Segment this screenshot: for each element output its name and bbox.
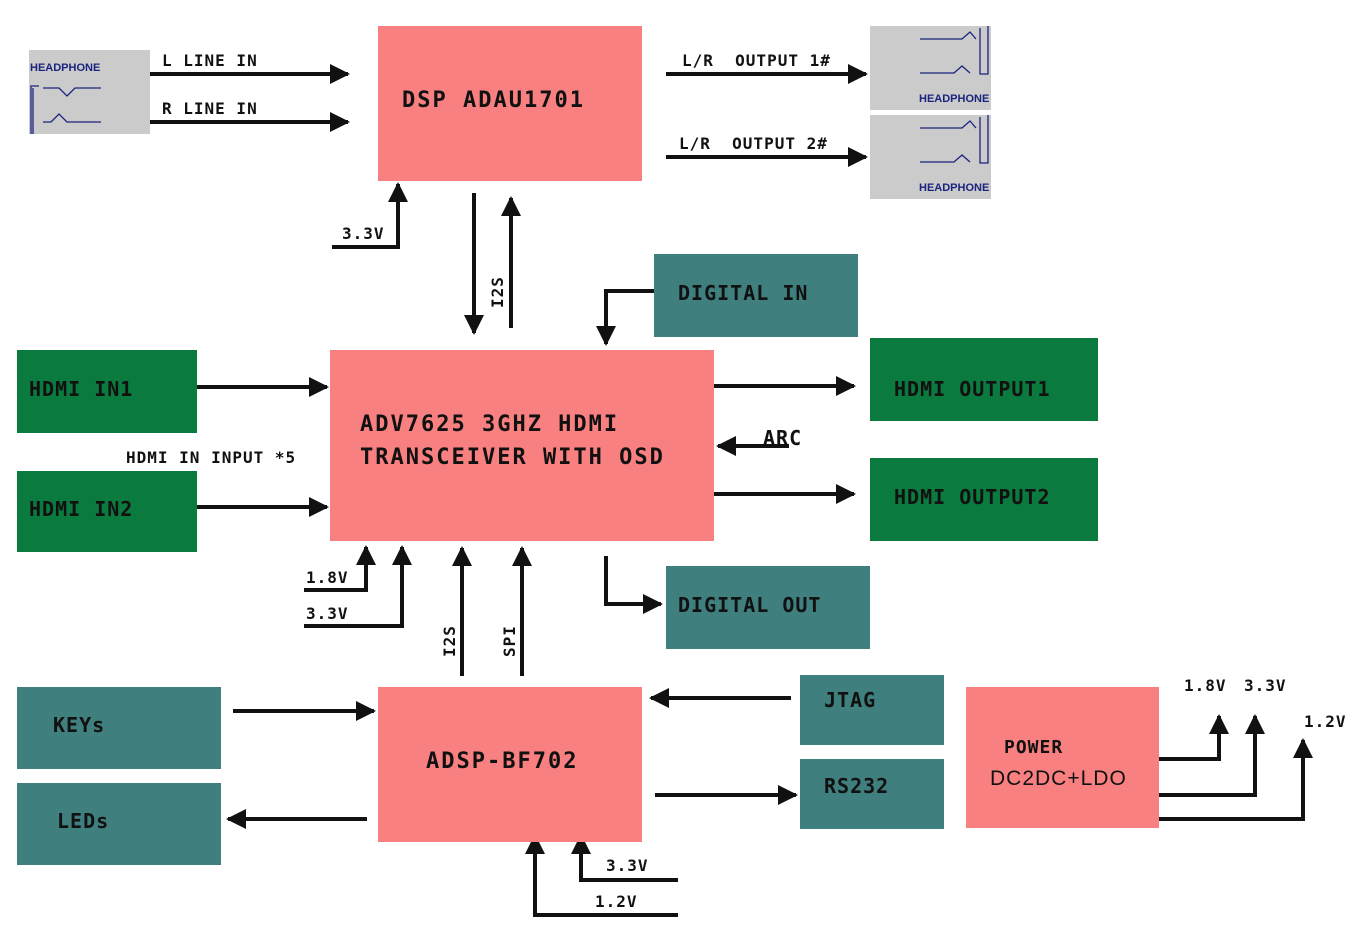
- power-title: POWER: [1004, 737, 1064, 758]
- output1-label: L/R OUTPUT 1#: [682, 51, 831, 70]
- adv7625-transceiver-block: ADV7625 3GHZ HDMI TRANSCEIVER WITH OSD: [330, 350, 714, 541]
- i2s-bottom-label: I2S: [440, 625, 459, 657]
- pwr-18v-label: 1.8V: [1184, 676, 1227, 695]
- jtag-block: JTAG: [800, 675, 944, 745]
- digital-out-label: DIGITAL OUT: [678, 593, 822, 617]
- digital-out-wire: [604, 556, 663, 614]
- power-block: POWER DC2DC+LDO: [966, 687, 1159, 828]
- power-subtitle: DC2DC+LDO: [990, 767, 1127, 790]
- digital-in-wire: [596, 289, 655, 346]
- spi-label: SPI: [500, 625, 519, 657]
- pwr-33v-wire: [1157, 714, 1265, 797]
- pwr-33v-label: 3.3V: [1244, 676, 1287, 695]
- hdmi-in2-label: HDMI IN2: [29, 497, 134, 521]
- arc-label: ARC: [763, 426, 803, 450]
- pwr-12v-label: 1.2V: [1304, 712, 1347, 731]
- adsp-bf702-block: ADSP-BF702: [378, 687, 642, 842]
- bf-33v-label: 3.3V: [606, 856, 649, 875]
- adv-title-line2: TRANSCEIVER WITH OSD: [360, 445, 665, 470]
- jtag-label: JTAG: [824, 688, 877, 712]
- hdmi-in1-label: HDMI IN1: [29, 377, 134, 401]
- adv-title-line1: ADV7625 3GHZ HDMI: [360, 412, 620, 437]
- headphone-label: HEADPHONE: [919, 93, 990, 105]
- adv-33v-wire: [304, 545, 412, 628]
- leds-block: LEDs: [17, 783, 221, 865]
- adv-18v-label: 1.8V: [306, 568, 349, 587]
- headphone-input-jack: HEADPHONE: [29, 50, 150, 134]
- keys-label: KEYs: [53, 713, 106, 737]
- pwr-12v-wire: [1157, 738, 1313, 821]
- hdmi-in1-block: HDMI IN1: [17, 350, 197, 433]
- hdmi-output1-label: HDMI OUTPUT1: [894, 377, 1051, 401]
- bf-12v-wire: [525, 834, 678, 917]
- bf-12v-label: 1.2V: [595, 892, 638, 911]
- dsp-adau1701-block: DSP ADAU1701: [378, 26, 642, 181]
- dsp-33v-label: 3.3V: [342, 224, 385, 243]
- bf702-title: ADSP-BF702: [426, 749, 579, 774]
- adv-18v-wire: [304, 545, 376, 592]
- headphone-label: HEADPHONE: [919, 182, 990, 194]
- headphone-label: HEADPHONE: [30, 62, 101, 74]
- i2s-top-label: I2S: [488, 276, 507, 308]
- headphone-output2-jack: HEADPHONE: [870, 115, 991, 199]
- digital-in-block: DIGITAL IN: [654, 254, 858, 337]
- headphone-jack-icon: [30, 85, 101, 134]
- leds-label: LEDs: [57, 809, 110, 833]
- r-line-in-label: R LINE IN: [162, 99, 258, 118]
- rs232-block: RS232: [800, 759, 944, 829]
- adv-33v-label: 3.3V: [306, 604, 349, 623]
- dsp-title: DSP ADAU1701: [402, 88, 585, 113]
- rs232-label: RS232: [824, 774, 890, 798]
- digital-in-label: DIGITAL IN: [678, 281, 809, 305]
- pwr-18v-wire: [1157, 714, 1229, 761]
- hdmi-output2-block: HDMI OUTPUT2: [870, 458, 1098, 541]
- dsp-33v-wire: [332, 182, 408, 249]
- hdmi-input-count-label: HDMI IN INPUT *5: [126, 448, 297, 467]
- hdmi-output1-block: HDMI OUTPUT1: [870, 338, 1098, 421]
- headphone-output1-jack: HEADPHONE: [870, 26, 991, 110]
- keys-block: KEYs: [17, 687, 221, 769]
- headphone-jack-icon: [920, 115, 989, 164]
- hdmi-output2-label: HDMI OUTPUT2: [894, 485, 1051, 509]
- digital-out-block: DIGITAL OUT: [666, 566, 870, 649]
- hdmi-in2-block: HDMI IN2: [17, 471, 197, 552]
- l-line-in-label: L LINE IN: [162, 51, 258, 70]
- output2-label: L/R OUTPUT 2#: [679, 134, 828, 153]
- headphone-jack-icon: [920, 26, 989, 75]
- bf-33v-wire: [571, 834, 678, 882]
